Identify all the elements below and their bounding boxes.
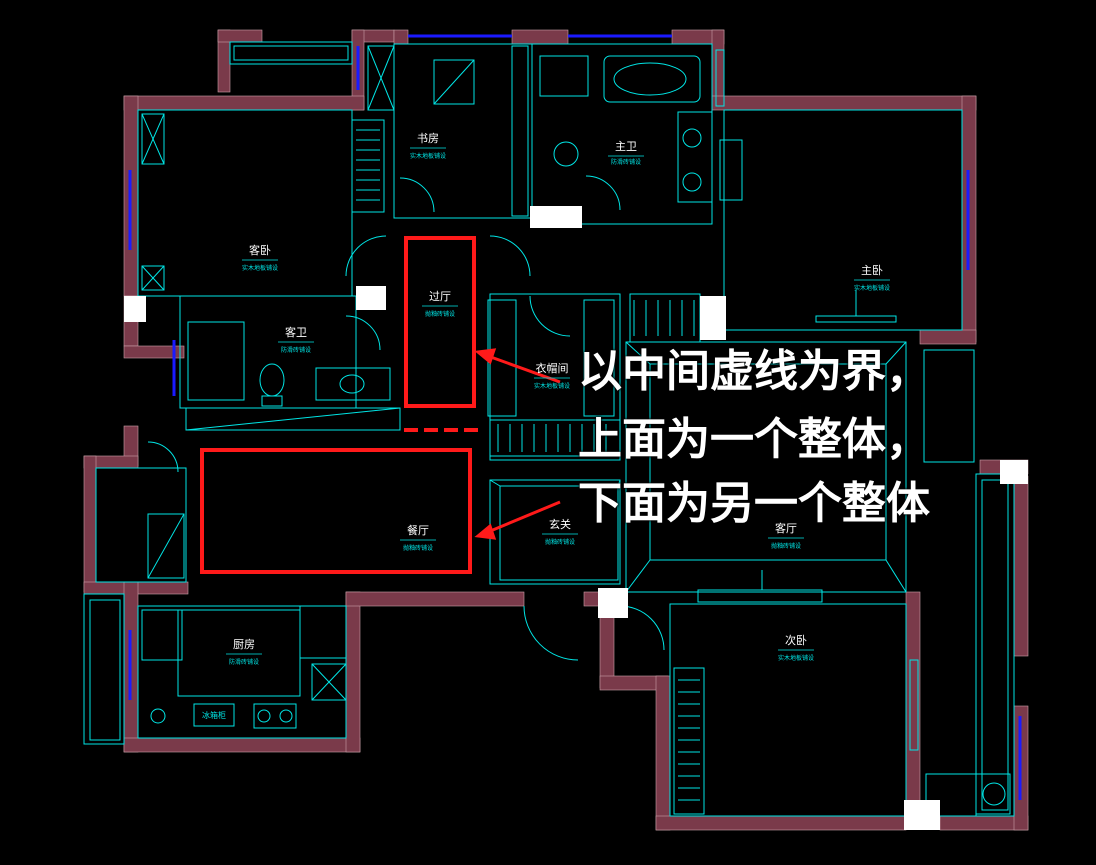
- columns: [124, 206, 1028, 830]
- svg-text:抛釉砖铺设: 抛釉砖铺设: [545, 538, 575, 546]
- annotation-line-3: 下面为另一个整体: [578, 478, 930, 529]
- label-master-bed: 主卧: [861, 264, 883, 277]
- label-kitchen: 厨房: [233, 638, 255, 651]
- arrow-to-dining: [487, 500, 561, 534]
- svg-text:防滑砖铺设: 防滑砖铺设: [229, 658, 259, 666]
- svg-text:实木地板铺设: 实木地板铺设: [778, 654, 814, 662]
- windows: [128, 34, 1022, 800]
- highlight-boxes: [200, 236, 484, 574]
- label-living: 客厅: [775, 521, 797, 535]
- svg-text:抛釉砖铺设: 抛釉砖铺设: [425, 310, 455, 318]
- svg-text:实木地板铺设: 实木地板铺设: [410, 152, 446, 160]
- annotation-line-2: 上面为一个整体，: [578, 414, 930, 465]
- svg-text:防滑砖铺设: 防滑砖铺设: [281, 346, 311, 354]
- interior-lines: [83, 41, 1015, 817]
- label-foyer: 玄关: [549, 517, 571, 531]
- label-corridor: 过厅: [429, 290, 451, 303]
- room-labels: 书房 实木地板铺设 主卫 防滑砖铺设 客卧 实木地板铺设 主卧 实木地板铺设 过…: [193, 132, 890, 727]
- label-closet: 衣帽间: [536, 361, 569, 375]
- corridor-highlight-box: [404, 236, 476, 408]
- label-second-bed: 次卧: [785, 633, 807, 647]
- label-dining: 餐厅: [407, 523, 429, 537]
- annotation-line-1: 以中间虚线为界，: [578, 346, 930, 397]
- svg-text:实木地板铺设: 实木地板铺设: [854, 284, 890, 292]
- dining-highlight-box: [200, 448, 472, 574]
- label-master-bath: 主卫: [615, 140, 637, 153]
- label-guest-bath: 客卫: [285, 325, 307, 339]
- svg-text:抛釉砖铺设: 抛釉砖铺设: [771, 542, 801, 550]
- label-fridge: 冰箱柜: [202, 710, 226, 720]
- label-guest-bed: 客卧: [249, 243, 271, 257]
- svg-text:实木地板铺设: 实木地板铺设: [242, 264, 278, 272]
- svg-text:实木地板铺设: 实木地板铺设: [534, 382, 570, 390]
- label-study: 书房: [417, 132, 439, 145]
- svg-text:抛釉砖铺设: 抛釉砖铺设: [403, 544, 433, 552]
- svg-text:防滑砖铺设: 防滑砖铺设: [611, 158, 641, 166]
